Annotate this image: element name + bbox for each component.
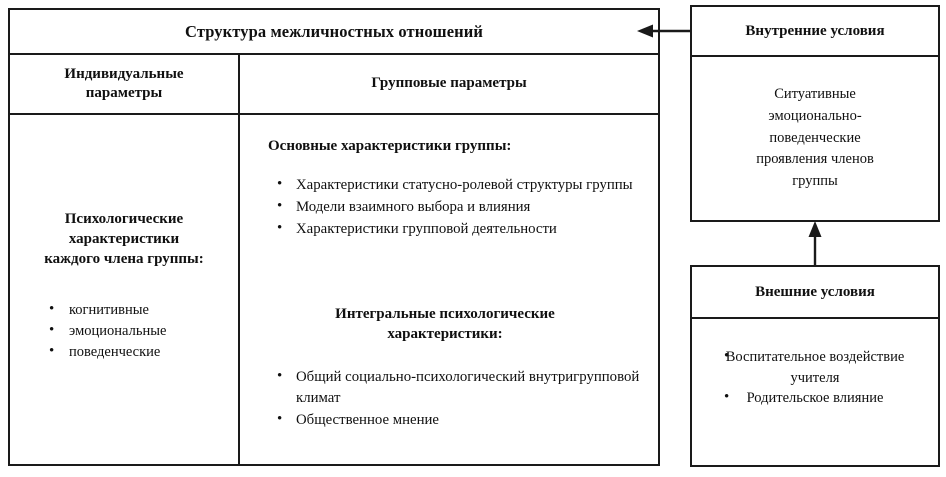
table-title-row: Структура межличностных отношений [10,10,658,55]
internal-conditions-body: Ситуативные эмоционально- поведенческие … [692,57,938,220]
internal-conditions-text: Ситуативные эмоционально- поведенческие … [756,84,874,193]
external-conditions-list: Воспитательное воздействие учителя Родит… [704,346,926,409]
group-main-characteristics-list: Характеристики статусно-ролевой структур… [277,174,637,241]
individual-heading-line3: каждого члена группы: [44,250,204,267]
column-header-individual: Индивидуальные параметры [10,55,240,113]
internal-body-line4: проявления членов [756,151,874,168]
list-item: Модели взаимного выбора и влияния [277,196,637,218]
internal-conditions-title: Внутренние условия [692,7,938,57]
external-to-internal-arrow [808,221,822,265]
list-item: Общественное мнение [277,409,647,431]
integral-heading-line2: характеристики: [387,325,503,342]
list-item: Общий социально-психологический внутригр… [277,366,647,409]
list-item: эмоциональные [49,320,166,342]
list-item: Характеристики статусно-ролевой структур… [277,174,637,196]
internal-body-line1: Ситуативные [774,86,856,103]
external-conditions-body: Воспитательное воздействие учителя Родит… [692,319,938,465]
internal-body-line2: эмоционально- [768,107,862,124]
group-parameters-cell: Основные характеристики группы: Характер… [240,115,658,464]
table-header-row: Индивидуальные параметры Групповые парам… [10,55,658,115]
structure-table: Структура межличностных отношений Индиви… [8,8,660,466]
list-item: когнитивные [49,299,166,321]
integral-heading-line1: Интегральные психологические [335,306,555,322]
list-item: Характеристики групповой деятельности [277,218,637,240]
internal-conditions-box: Внутренние условия Ситуативные эмоционал… [690,5,940,222]
group-integral-characteristics-heading: Интегральные психологические характерист… [260,305,630,344]
column-header-group: Групповые параметры [240,55,658,113]
internal-body-line3: поведенческие [769,129,861,146]
individual-parameters-cell: Психологические характеристики каждого ч… [10,115,240,464]
column-header-individual-line2: параметры [85,85,163,101]
column-header-individual-label: Индивидуальные параметры [64,65,183,103]
individual-parameters-list: когнитивные эмоциональные поведенческие [49,299,166,363]
column-header-group-label: Групповые параметры [371,75,527,92]
column-header-individual-line1: Индивидуальные [64,65,184,82]
list-item: Родительское влияние [704,387,926,409]
list-item: Воспитательное воздействие учителя [704,346,926,388]
group-integral-characteristics-list: Общий социально-психологический внутригр… [277,366,647,432]
external-conditions-box: Внешние условия Воспитательное воздейств… [690,265,940,467]
external-conditions-title: Внешние условия [692,267,938,319]
individual-heading-line2: характеристики [68,230,180,247]
individual-heading-line1: Психологические [64,211,184,227]
group-main-characteristics-heading: Основные характеристики группы: [268,138,512,154]
internal-body-line5: группы [792,173,838,190]
list-item: поведенческие [49,341,166,363]
table-body-row: Психологические характеристики каждого ч… [10,115,658,464]
individual-parameters-heading: Психологические характеристики каждого ч… [10,210,238,270]
page-title: Структура межличностных отношений [185,21,483,41]
